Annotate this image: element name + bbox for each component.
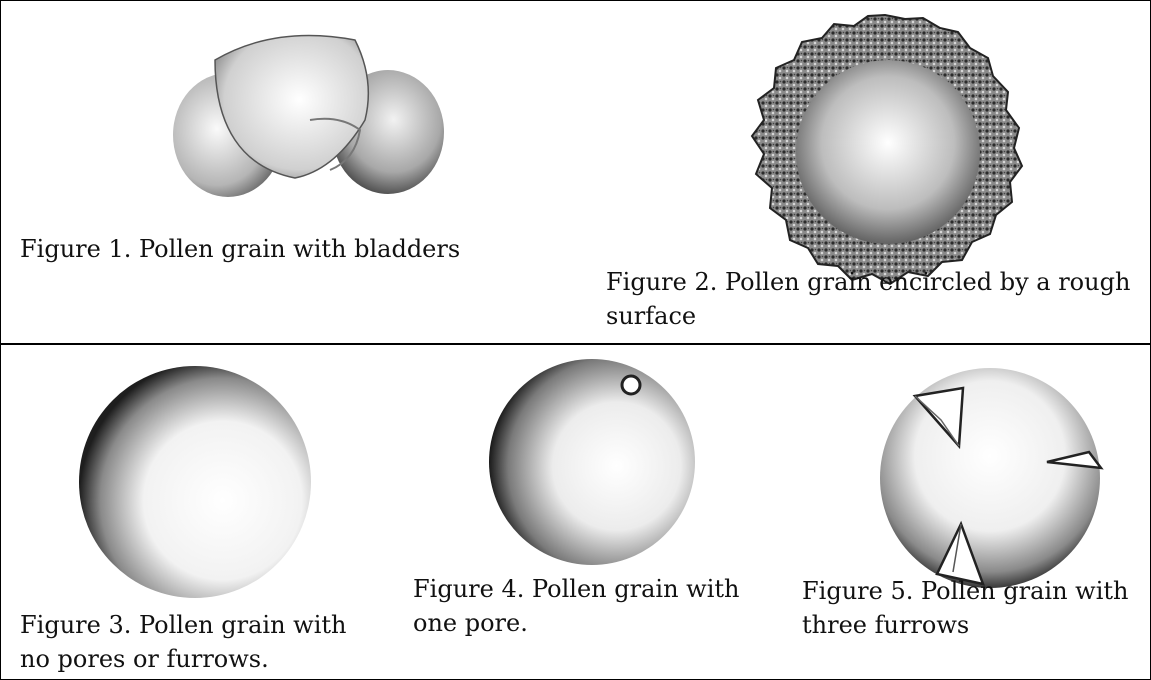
pollen-rough-icon — [740, 10, 1030, 290]
pollen-smooth-icon — [75, 362, 315, 602]
figure-2-caption-text: Figure 2. Pollen grain encircled by a ro… — [606, 268, 1130, 330]
figure-1-caption: Figure 1. Pollen grain with bladders — [20, 232, 460, 266]
figure-5-caption: Figure 5. Pollen grain with three furrow… — [802, 574, 1147, 642]
pollen-three-furrows-icon — [875, 360, 1105, 590]
pollen-one-pore-icon — [485, 355, 700, 570]
figure-2-caption: Figure 2. Pollen grain encircled by a ro… — [606, 265, 1141, 333]
pollen-bladders-icon — [160, 20, 460, 205]
row-divider — [0, 343, 1151, 345]
figure-4-caption: Figure 4. Pollen grain with one pore. — [413, 572, 783, 640]
figure-3-caption: Figure 3. Pollen grain with no pores or … — [20, 608, 380, 676]
